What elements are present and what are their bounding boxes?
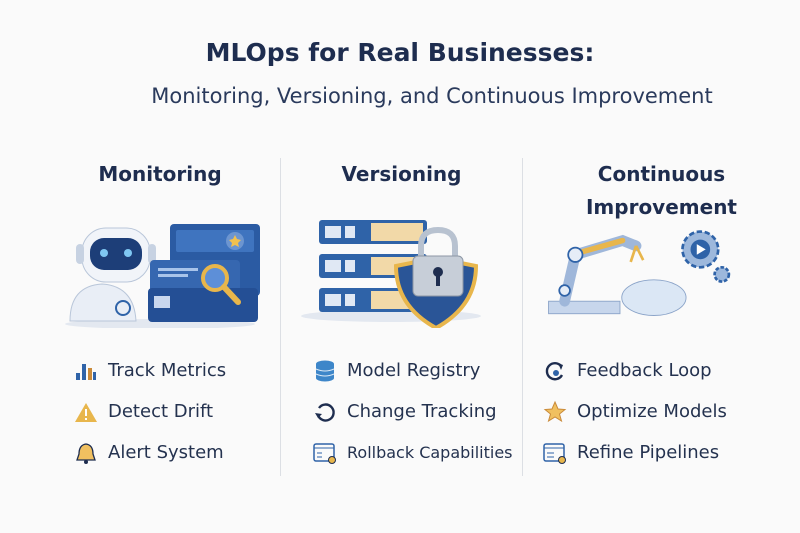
item-label: Change Tracking [347,401,497,422]
feedback-loop-icon [543,359,567,383]
versioning-column: Versioning Model Registry Change Trackin… [281,158,522,478]
list-item-model-registry: Model Registry [313,350,513,391]
list-item-refine-pipelines: Refine Pipelines [543,432,727,473]
rollback-icon [313,441,337,465]
refresh-icon [313,400,337,424]
list-item-track-metrics: Track Metrics [74,350,226,391]
robot-dashboard-illustration [65,224,260,328]
item-label: Optimize Models [577,401,727,422]
monitoring-column: Monitoring Track Metrics Detect Drift Al… [40,158,280,478]
column-heading: Monitoring [98,162,222,186]
pipeline-icon [543,441,567,465]
list-item-rollback-capabilities: Rollback Capabilities [313,432,513,473]
list-item-alert-system: Alert System [74,432,226,473]
star-icon [543,400,567,424]
list-item-feedback-loop: Feedback Loop [543,350,727,391]
item-label: Refine Pipelines [577,442,720,463]
page-title: MLOps for Real Businesses: [205,38,595,67]
list-item-detect-drift: Detect Drift [74,391,226,432]
item-label: Feedback Loop [577,360,712,381]
item-label: Rollback Capabilities [347,443,513,462]
item-label: Track Metrics [108,360,227,381]
bar-chart-icon [74,359,98,383]
list-item-optimize-models: Optimize Models [543,391,727,432]
bell-icon [74,441,98,465]
list-item-change-tracking: Change Tracking [313,391,513,432]
page-subtitle: Monitoring, Versioning, and Continuous I… [151,84,713,108]
divider [280,158,281,476]
item-label: Detect Drift [108,401,214,422]
column-heading: Versioning [341,162,462,186]
item-label: Model Registry [347,360,481,381]
versioning-lock-illustration [301,220,481,328]
robot-arm-gears-illustration [548,230,731,316]
database-icon [313,359,337,383]
warning-icon [74,400,98,424]
divider [522,158,523,476]
item-label: Alert System [108,442,224,463]
